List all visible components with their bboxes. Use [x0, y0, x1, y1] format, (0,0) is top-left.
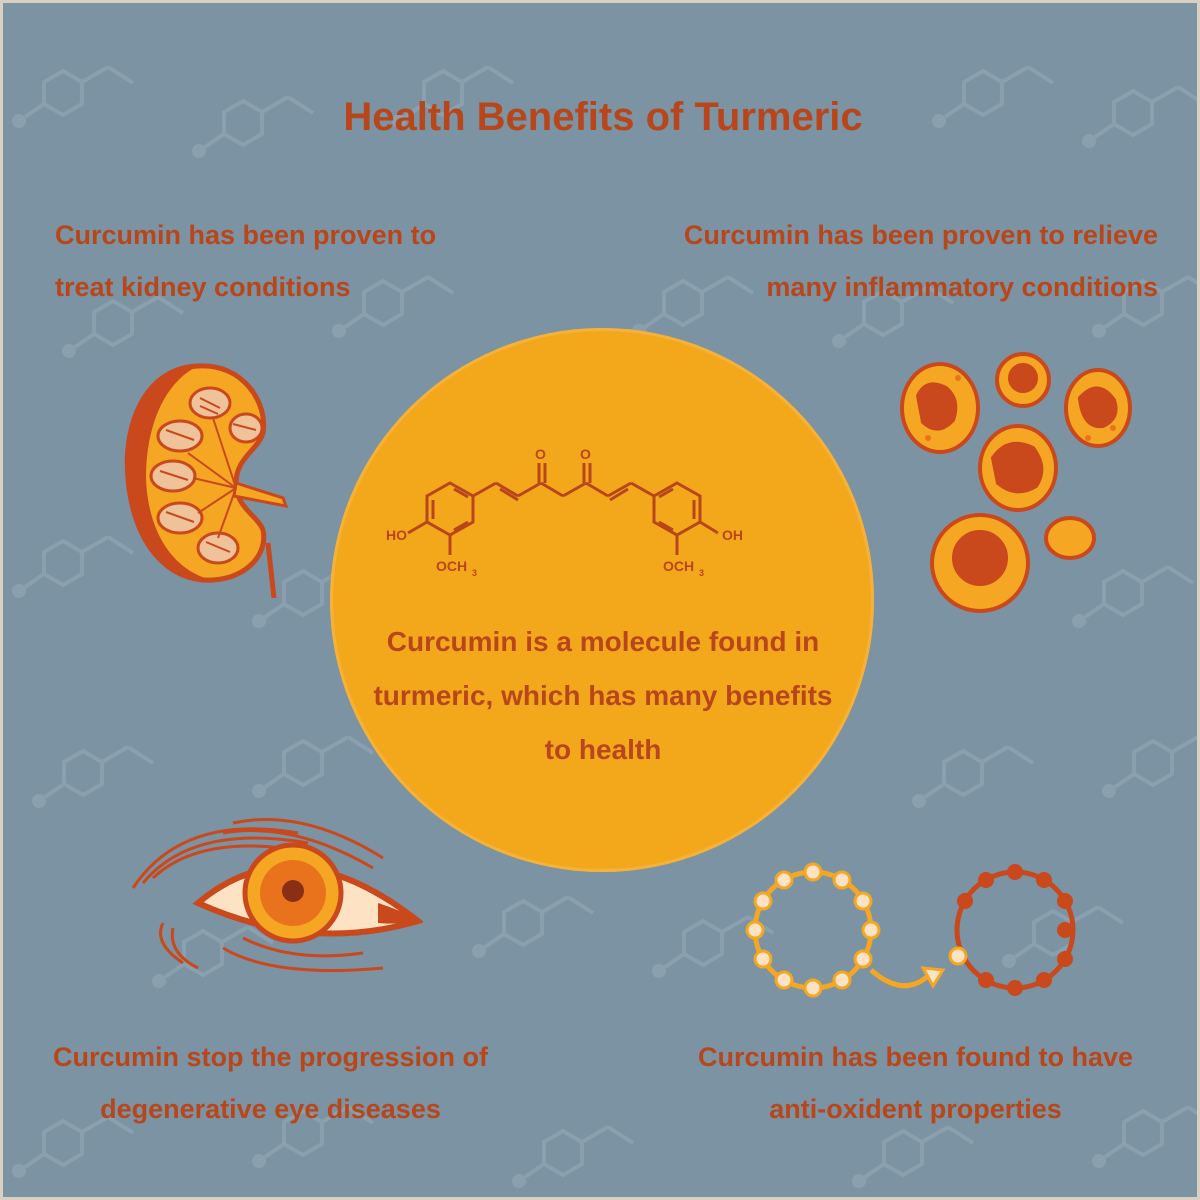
curcumin-molecule-icon: O O HO OH OCH 3 OCH 3: [386, 446, 743, 578]
hydroxyl-label-left: HO: [386, 527, 407, 543]
page-title: Health Benefits of Turmeric: [343, 95, 863, 139]
antioxidant-icon: [745, 862, 1076, 998]
inflammatory-benefit-text: Curcumin has been proven to relieve many…: [683, 220, 1158, 302]
kidney-benefit-text: Curcumin has been proven to treat kidney…: [55, 220, 437, 302]
oxygen-label-right: O: [580, 446, 591, 462]
methoxy-label-right: OCH: [663, 558, 694, 574]
hydroxyl-label-right: OH: [722, 527, 743, 543]
oxygen-label-left: O: [535, 446, 546, 462]
eye-benefit-text: Curcumin stop the progression of degener…: [52, 1042, 489, 1124]
kidney-icon: [124, 363, 289, 599]
methoxy-subscript-left: 3: [472, 568, 477, 578]
methoxy-label-left: OCH: [436, 558, 467, 574]
blood-cells-icon: [900, 352, 1132, 613]
center-description-text: Curcumin is a molecule found in turmeric…: [373, 626, 833, 765]
eye-icon: [131, 818, 423, 972]
antioxidant-benefit-text: Curcumin has been found to have anti-oxi…: [697, 1042, 1134, 1124]
methoxy-subscript-right: 3: [699, 568, 704, 578]
center-circle: [330, 328, 874, 872]
